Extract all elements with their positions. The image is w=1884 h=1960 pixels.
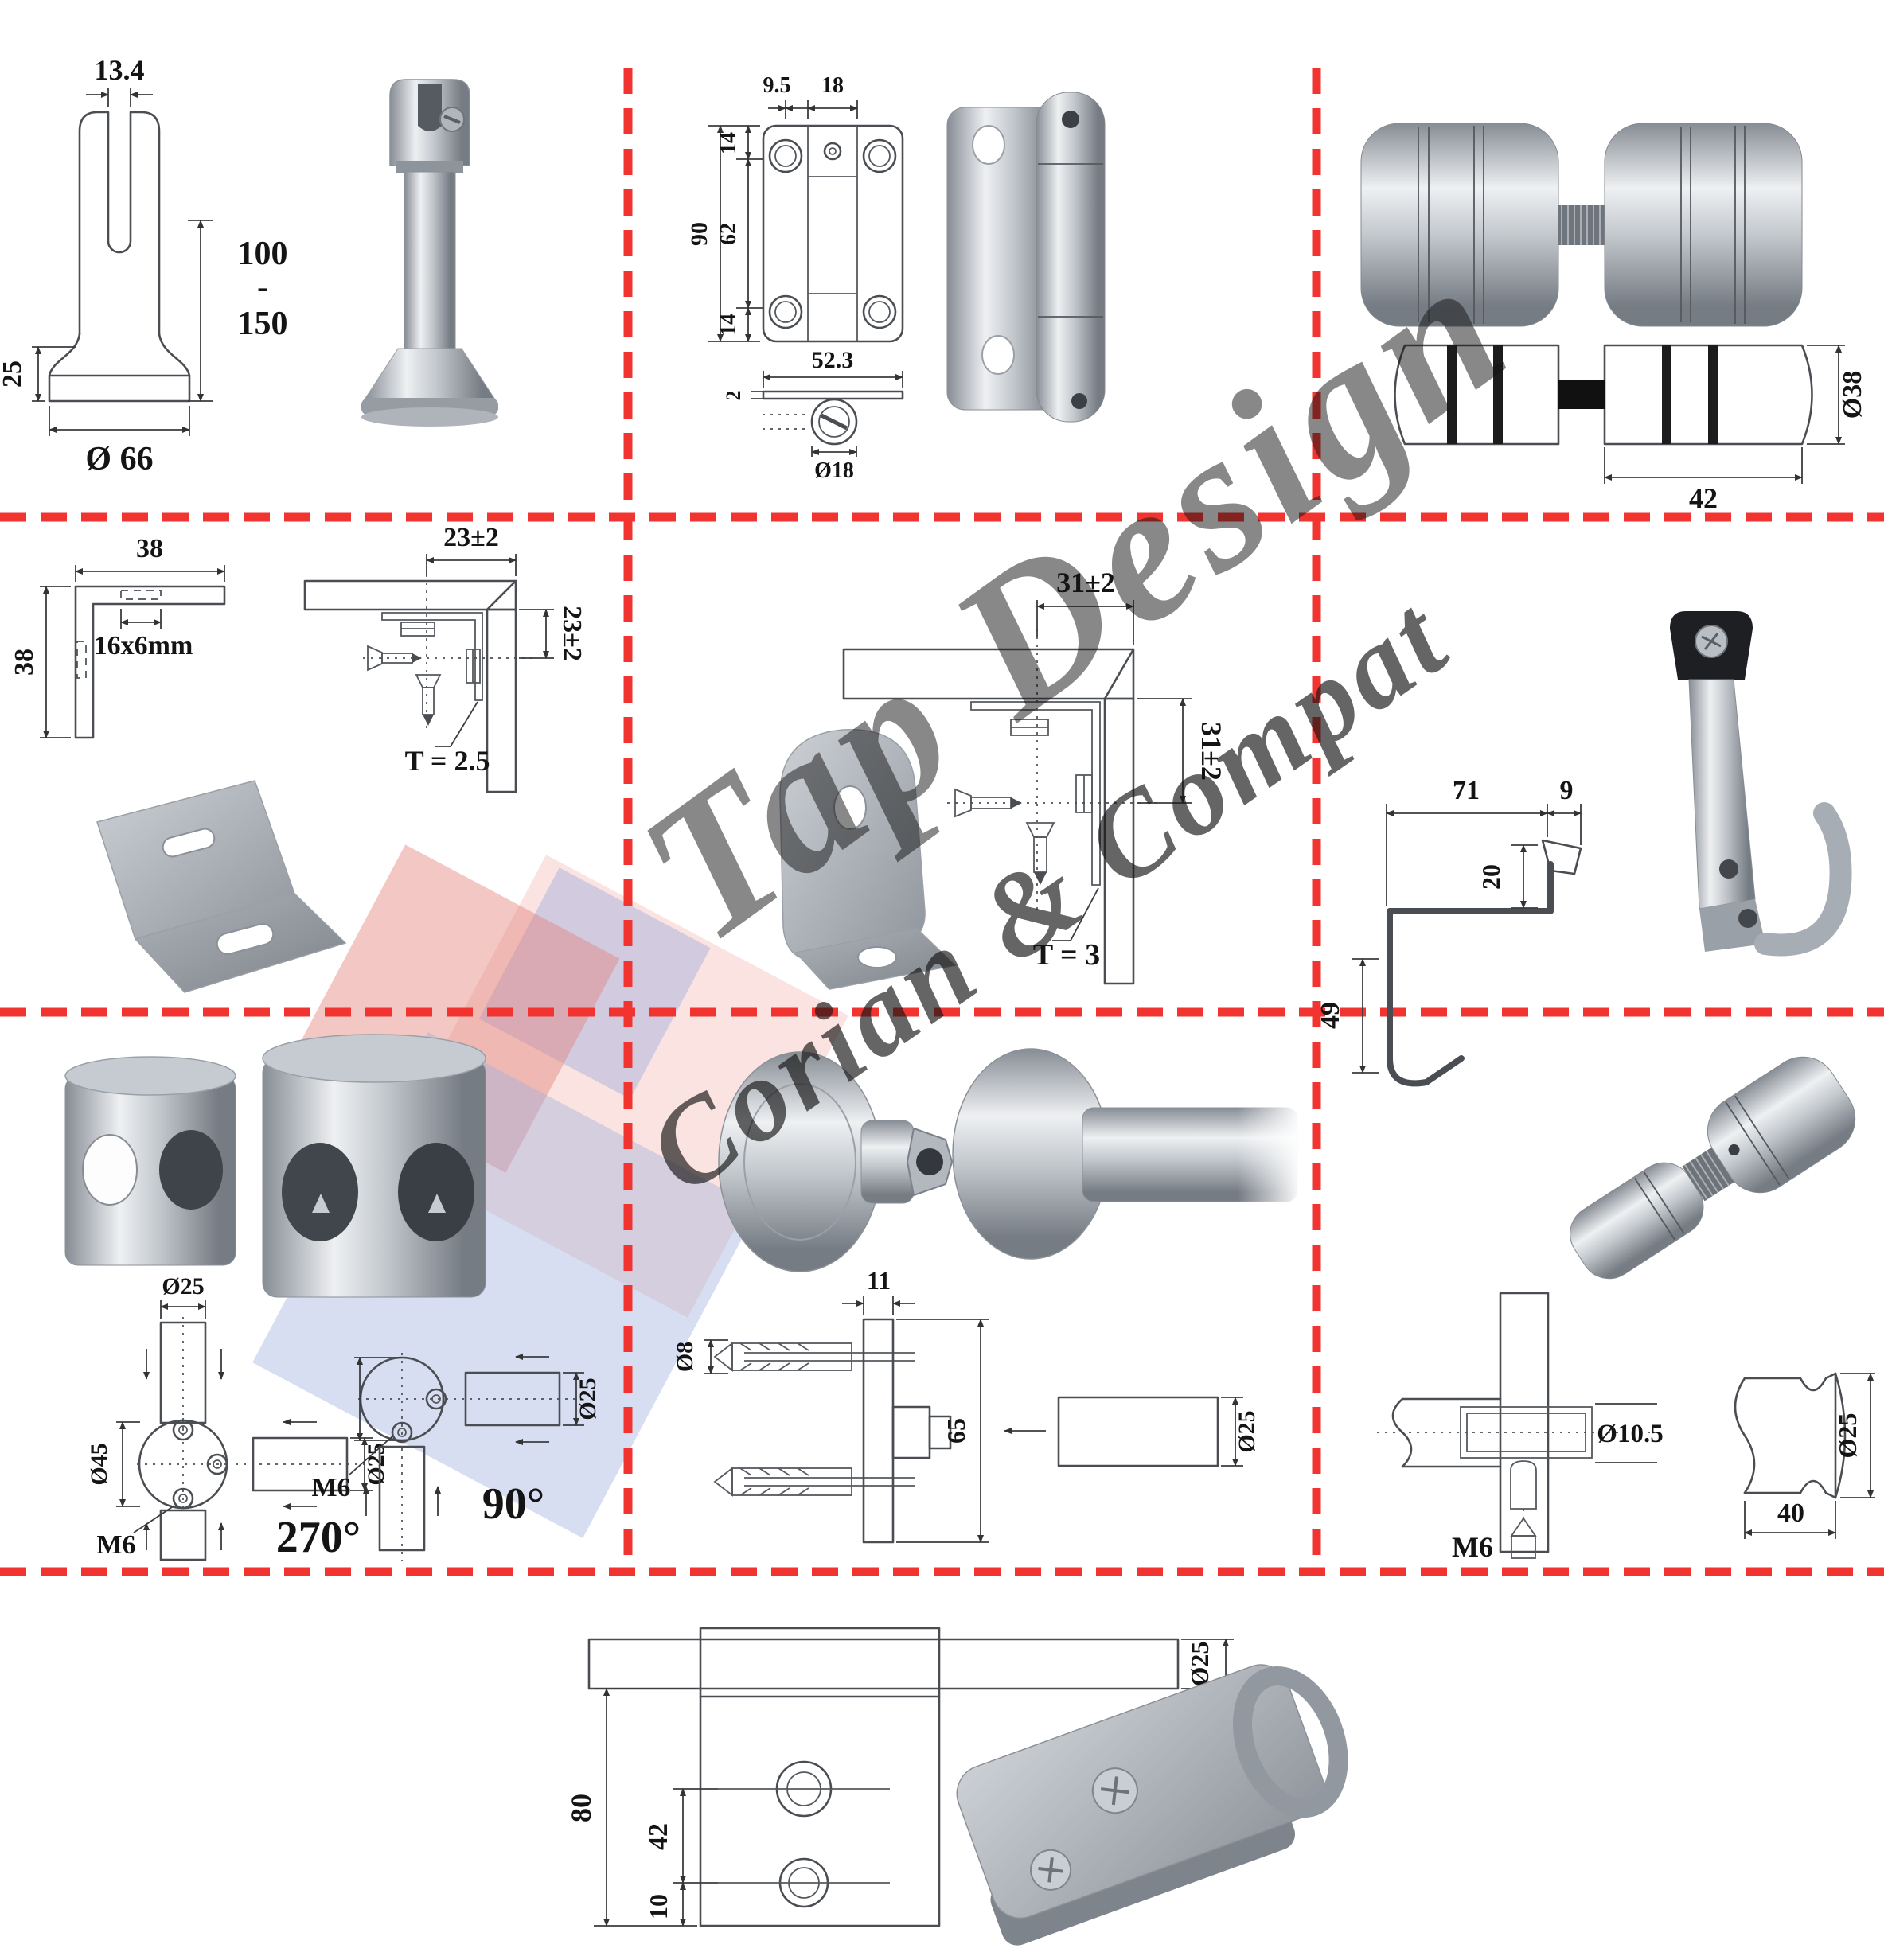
dim-conn-d25-right2: Ø25 [575, 1377, 601, 1420]
dim-rd-offset-h: 31±2 [1056, 567, 1115, 598]
dim-sq-offset-h: 23±2 [443, 523, 499, 552]
round-bracket-photo [779, 729, 957, 990]
leg-drawing: 13.4 100 - 150 25 Ø 66 [0, 54, 288, 477]
dim-hinge-9-5: 9.5 [763, 73, 791, 98]
dim-hook-20: 20 [1476, 864, 1505, 890]
knob-connector-drawing: Ø10.5 M6 Ø25 40 [1377, 1292, 1875, 1563]
dim-hook-71: 71 [1453, 776, 1480, 805]
dim-conn-d25-top: Ø25 [162, 1273, 204, 1300]
connector-photos [64, 1034, 486, 1298]
dim-sq-slot: 16x6mm [94, 631, 193, 660]
dim-knob-42: 42 [1689, 482, 1718, 514]
dim-conn-m6-left: M6 [96, 1530, 135, 1560]
dim-hinge-52-3: 52.3 [812, 347, 854, 373]
logo-square-blue-small [478, 867, 711, 1100]
dim-leg-height-max: 100 [238, 236, 288, 272]
connector-90-drawing: Ø25 M6 90° [311, 1353, 601, 1561]
dim-conn-90: 90° [482, 1479, 544, 1529]
hinge-photo [946, 92, 1106, 423]
dim-leg-slot-width: 13.4 [95, 54, 145, 86]
dim-flange-65: 65 [942, 1418, 970, 1444]
connector-270-drawing: Ø25 Ø45 Ø25 M6 270° [86, 1273, 389, 1562]
dim-hinge-18: 18 [821, 73, 844, 98]
dim-rd-thickness: T = 3 [1033, 938, 1100, 972]
dim-kc-d25: Ø25 [1833, 1413, 1862, 1459]
dim-knob-d38: Ø38 [1838, 371, 1867, 419]
dim-conn-m6-right: M6 [311, 1473, 350, 1502]
dim-conn-d25-right: Ø25 [363, 1443, 389, 1485]
dim-hinge-d18: Ø18 [814, 458, 854, 483]
dim-hinge-14-bottom: 14 [716, 314, 741, 336]
angle-bracket-drawing: 38 38 16x6mm 23±2 23±2 T = 2.5 [10, 523, 587, 793]
angle-bracket-photo [96, 780, 347, 993]
dim-rd-offset-v: 31±2 [1196, 722, 1227, 781]
dim-hook-49: 49 [1316, 1002, 1345, 1029]
dim-hinge-62: 62 [716, 223, 741, 245]
dim-sq-width: 38 [136, 534, 163, 563]
grid-lines [0, 68, 1884, 1576]
dim-hinge-2: 2 [722, 391, 745, 401]
knob-photo [1360, 123, 1803, 327]
dim-kc-40: 40 [1777, 1498, 1804, 1528]
dim-sq-height: 38 [10, 649, 39, 676]
dim-flange-d25: Ø25 [1234, 1410, 1260, 1452]
dim-conn-270: 270° [276, 1513, 361, 1562]
dim-clamp-42: 42 [644, 1823, 673, 1850]
dim-leg-height-min: 150 [238, 306, 288, 342]
leg-photo [361, 79, 498, 427]
dim-clamp-d25: Ø25 [1185, 1642, 1214, 1687]
round-bracket-drawing: 31±2 31±2 T = 3 [842, 567, 1227, 985]
dim-conn-d45: Ø45 [86, 1443, 112, 1485]
dim-clamp-10: 10 [644, 1894, 673, 1919]
flange-photos [718, 1048, 1301, 1272]
clamp-drawing: Ø25 80 42 10 [565, 1627, 1234, 1927]
dim-sq-thickness: T = 2.5 [405, 745, 490, 777]
dim-leg-height-sep: - [257, 269, 268, 306]
flange-drawing: Ø8 11 65 Ø25 [672, 1266, 1260, 1544]
dim-leg-base-diameter: Ø 66 [85, 441, 153, 477]
hook-drawing: 71 9 20 49 [1316, 776, 1582, 1087]
hook-photo [1670, 611, 1852, 957]
dim-flange-11: 11 [867, 1266, 891, 1295]
dim-flange-d8: Ø8 [672, 1342, 698, 1372]
dim-clamp-80: 80 [565, 1794, 597, 1822]
dim-hook-9: 9 [1560, 776, 1574, 805]
dim-leg-base-height: 25 [0, 360, 27, 388]
dim-sq-offset-v: 23±2 [557, 606, 587, 661]
dim-hinge-90: 90 [686, 222, 712, 246]
dim-kc-d10-5: Ø10.5 [1597, 1420, 1663, 1448]
clamp-photo [956, 1664, 1348, 1946]
knob-connector-photo [1570, 1056, 1856, 1280]
knob-drawing: Ø38 42 [1394, 344, 1867, 514]
dim-hinge-14-top: 14 [716, 132, 741, 154]
dim-kc-m6: M6 [1452, 1531, 1493, 1563]
hinge-drawing: 9.5 18 90 14 62 14 52.3 2 Ø18 [686, 73, 904, 483]
